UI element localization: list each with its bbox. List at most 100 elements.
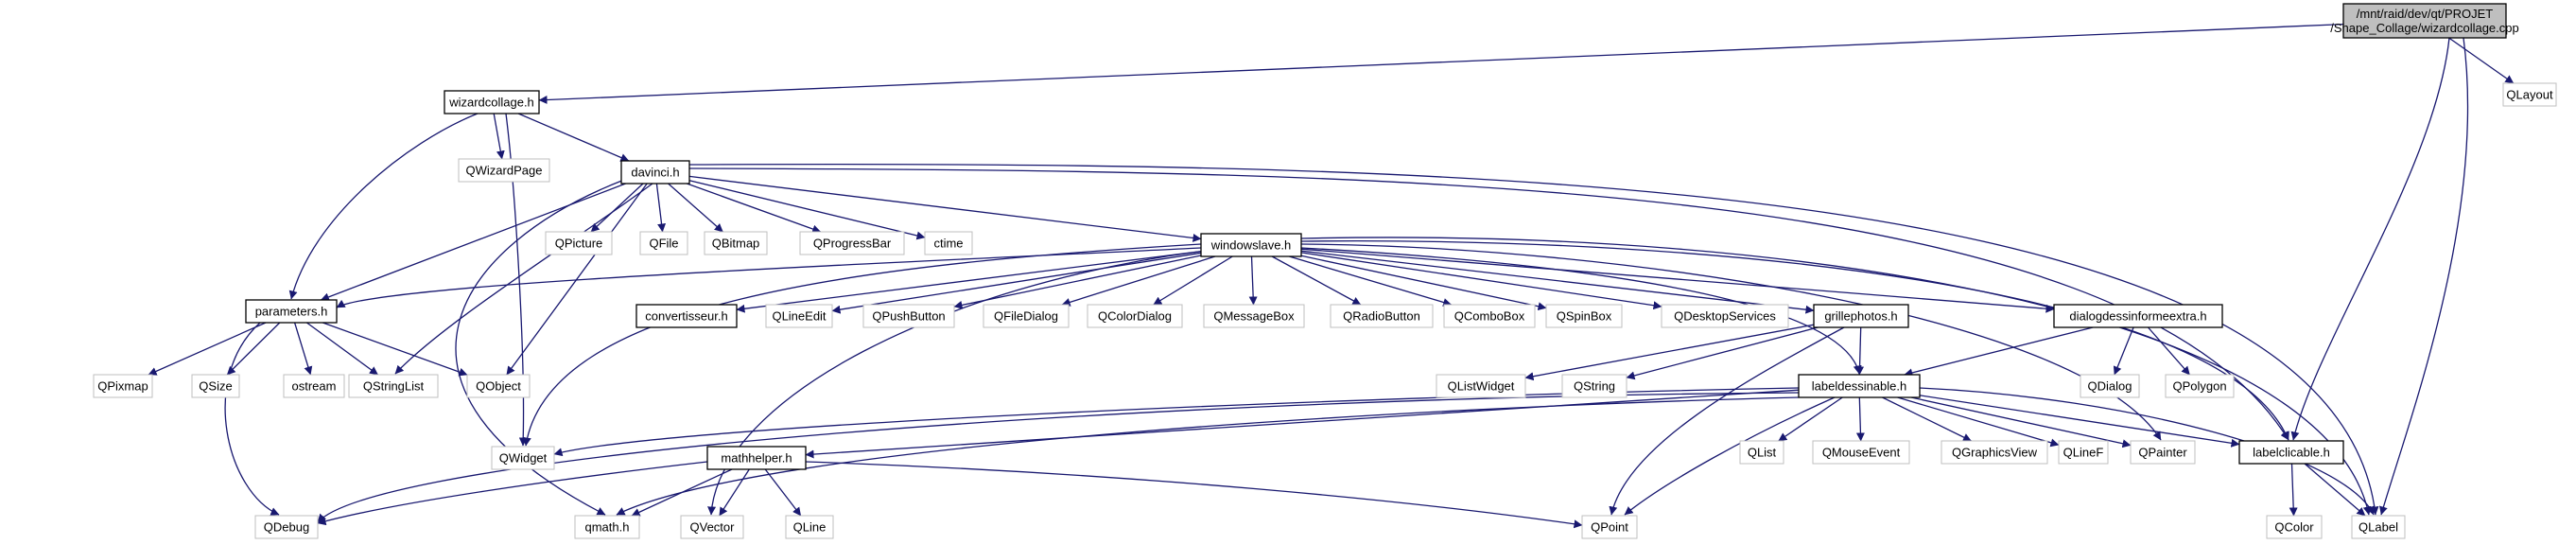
node-labeldessinable-h[interactable]: labeldessinable.h	[1798, 374, 1921, 398]
node-qlinef: QLineF	[2058, 440, 2109, 465]
node-box	[1812, 440, 1910, 465]
edge-wizardcollage-h-to-qwidget	[505, 113, 528, 447]
edge-mathhelper-h-to-qdebug	[317, 461, 708, 526]
node-box	[680, 515, 744, 539]
edge-labeldessinable-h-to-qpainter	[1910, 396, 2132, 448]
node-box	[1798, 374, 1921, 398]
node-label: QDesktopServices	[1674, 309, 1776, 324]
node-box	[1941, 440, 2048, 465]
node-label: mathhelper.h	[721, 451, 792, 466]
node-label: QMouseEvent	[1822, 446, 1901, 460]
node-qline: QLine	[785, 515, 834, 539]
node-box	[1200, 233, 1302, 257]
node-box	[785, 515, 834, 539]
edge-labeldessinable-h-to-qmouseevent	[1855, 396, 1865, 442]
node-ctime: ctime	[924, 231, 973, 255]
node-box	[574, 515, 640, 539]
node-label: QPainter	[2138, 446, 2187, 460]
node-label: QLineEdit	[772, 309, 826, 324]
edge-mathhelper-h-to-qvector	[719, 468, 750, 517]
node-label: QColorDialog	[1098, 309, 1172, 324]
edge-windowslave-h-to-qvector	[707, 250, 1207, 516]
node-labelclicable-h[interactable]: labelclicable.h	[2238, 440, 2344, 465]
edge-windowslave-h-to-qwidget	[522, 243, 1202, 447]
edge-windowslave-h-to-convertisseur-h	[736, 251, 1202, 313]
node-convertisseur-h[interactable]: convertisseur.h	[635, 304, 738, 328]
node-box	[348, 374, 439, 398]
node-box	[444, 90, 540, 114]
node-qbitmap: QBitmap	[704, 231, 768, 255]
node-label: QLayout	[2506, 88, 2553, 102]
node-qpicture: QPicture	[545, 231, 613, 255]
edge-labeldessinable-h-to-qgraphicsview	[1882, 396, 1972, 442]
edge-grillephotos-h-to-qlistwidget	[1524, 324, 1815, 381]
node-label: QRadioButton	[1343, 309, 1420, 324]
edge-dialogdessin-h-to-qpolygon	[2148, 326, 2190, 376]
node-box	[862, 304, 955, 328]
edge-mathhelper-h-to-qmath-h	[631, 468, 733, 517]
node-box	[2058, 440, 2109, 465]
node-wizardcollage-h[interactable]: wizardcollage.h	[444, 90, 540, 114]
node-davinci-h[interactable]: davinci.h	[620, 160, 690, 185]
edge-grillephotos-h-to-qpoint	[1609, 326, 1845, 516]
node-qlabel: QLabel	[2351, 515, 2406, 539]
edge-wizardcollage-cpp-to-labelclicable-h	[2290, 37, 2450, 441]
edge-grillephotos-h-to-qstring	[1626, 326, 1819, 380]
node-box	[1739, 440, 1784, 465]
node-wizardcollage-cpp[interactable]: /mnt/raid/dev/qt/PROJET/Shape_Collage/wi…	[2330, 3, 2519, 39]
node-label: davinci.h	[631, 166, 679, 180]
edge-windowslave-h-to-qcolordialog	[1153, 255, 1233, 306]
node-box	[458, 158, 550, 183]
node-qpixmap: QPixmap	[93, 374, 153, 398]
edge-dialogdessin-h-to-labeldessinable-h	[1904, 326, 2094, 378]
node-qlistwidget: QListWidget	[1436, 374, 1526, 398]
node-box	[799, 231, 905, 255]
node-label: QMessageBox	[1213, 309, 1295, 324]
edge-windowslave-h-to-qfiledialog	[1061, 255, 1216, 307]
node-label: QSpinBox	[1557, 309, 1612, 324]
edge-wizardcollage-h-to-parameters-h	[288, 113, 479, 300]
node-box	[2351, 515, 2406, 539]
node-box	[2342, 3, 2507, 39]
node-qprogressbar: QProgressBar	[799, 231, 905, 255]
edge-davinci-h-to-qprogressbar	[687, 183, 822, 234]
node-grillephotos-h[interactable]: grillephotos.h	[1813, 304, 1909, 328]
edge-labeldessinable-h-to-qlabel	[1919, 387, 2375, 516]
node-label: QFileDialog	[994, 309, 1058, 324]
node-qlist: QList	[1739, 440, 1784, 465]
node-mathhelper-h[interactable]: mathhelper.h	[706, 446, 807, 470]
edge-windowslave-h-to-labeldessinable-h	[1300, 247, 1862, 375]
edge-parameters-h-to-ostream	[293, 322, 313, 376]
edge-davinci-h-to-qobject	[506, 183, 648, 376]
node-box	[245, 299, 338, 324]
node-qlayout: QLayout	[2502, 82, 2557, 107]
node-dialogdessin-h[interactable]: dialogdessinformeextra.h	[2053, 304, 2223, 328]
node-label: QString	[1574, 379, 1615, 394]
node-label: QSize	[199, 379, 232, 394]
node-box	[93, 374, 153, 398]
edge-labelclicable-h-to-qlabel	[2304, 463, 2366, 517]
node-qmessagebox: QMessageBox	[1203, 304, 1305, 328]
node-label: QDebug	[264, 520, 309, 535]
node-qpoint: QPoint	[1581, 515, 1638, 539]
node-box	[2165, 374, 2235, 398]
edge-labeldessinable-h-to-qdebug	[317, 392, 1800, 523]
node-qmouseevent: QMouseEvent	[1812, 440, 1910, 465]
node-windowslave-h[interactable]: windowslave.h	[1200, 233, 1302, 257]
node-label: QVector	[690, 520, 736, 535]
node-box	[765, 304, 833, 328]
node-box	[2502, 82, 2557, 107]
edge-mathhelper-h-to-qpoint	[805, 461, 1583, 529]
node-qfile: QFile	[639, 231, 688, 255]
node-parameters-h[interactable]: parameters.h	[245, 299, 338, 324]
edge-wizardcollage-cpp-to-wizardcollage-h	[538, 23, 2344, 105]
edge-davinci-h-to-windowslave-h	[688, 175, 1202, 242]
node-box	[924, 231, 973, 255]
node-label: QBitmap	[712, 237, 760, 251]
node-label: QDialog	[2088, 379, 2132, 394]
node-qsize: QSize	[191, 374, 240, 398]
node-qcolordialog: QColorDialog	[1087, 304, 1183, 328]
node-box	[639, 231, 688, 255]
edge-parameters-h-to-qpixmap	[148, 322, 267, 376]
node-label: QPicture	[555, 237, 603, 251]
